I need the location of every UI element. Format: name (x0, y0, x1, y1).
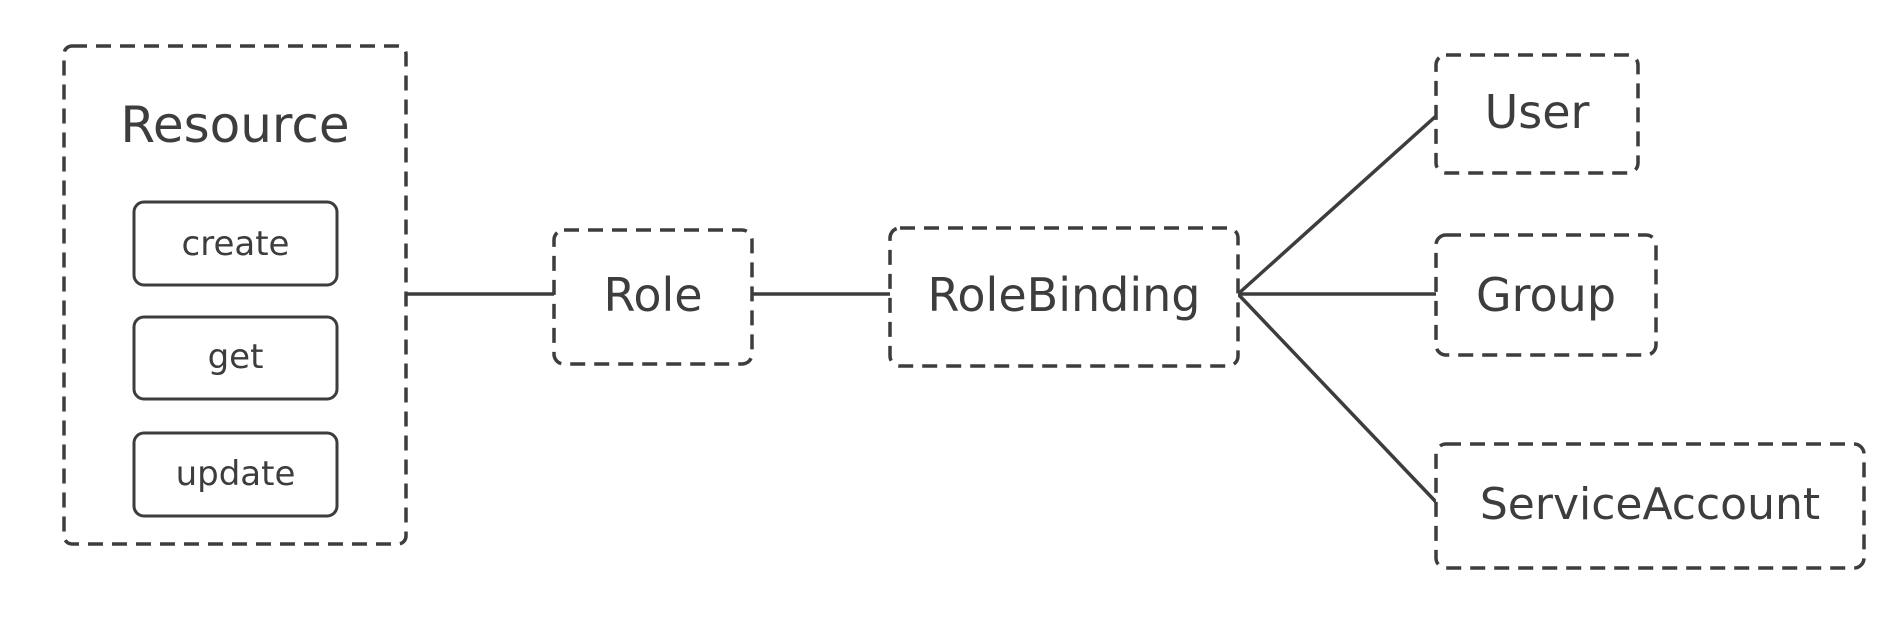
verb-update-box (132, 431, 339, 518)
rolebinding-node: RoleBinding (888, 226, 1240, 368)
user-box (1434, 53, 1640, 175)
user-label: User (1485, 85, 1590, 139)
verb-get-box (132, 315, 339, 401)
connector-rolebinding-serviceaccount (1236, 292, 1438, 504)
connector-rolebinding-user (1236, 114, 1438, 296)
role-node: Role (552, 228, 754, 366)
verb-create-box (132, 200, 339, 287)
rolebinding-box (888, 226, 1240, 368)
verb-get: get (132, 315, 339, 401)
serviceaccount-box (1434, 442, 1866, 570)
group-node: Group (1434, 233, 1658, 357)
verb-create: create (132, 200, 339, 287)
verb-update: update (132, 431, 339, 518)
serviceaccount-node: ServiceAccount (1434, 442, 1866, 570)
rolebinding-label: RoleBinding (928, 268, 1201, 322)
verb-create-label: create (182, 224, 290, 264)
user-node: User (1434, 53, 1640, 175)
serviceaccount-label: ServiceAccount (1480, 479, 1820, 530)
group-box (1434, 233, 1658, 357)
group-label: Group (1476, 268, 1616, 322)
role-label: Role (603, 268, 702, 322)
verb-update-label: update (176, 454, 296, 494)
resource-group: Resource create get update (62, 44, 408, 546)
role-box (552, 228, 754, 366)
resource-box (62, 44, 408, 546)
resource-title: Resource (120, 96, 349, 154)
verb-get-label: get (208, 337, 264, 377)
